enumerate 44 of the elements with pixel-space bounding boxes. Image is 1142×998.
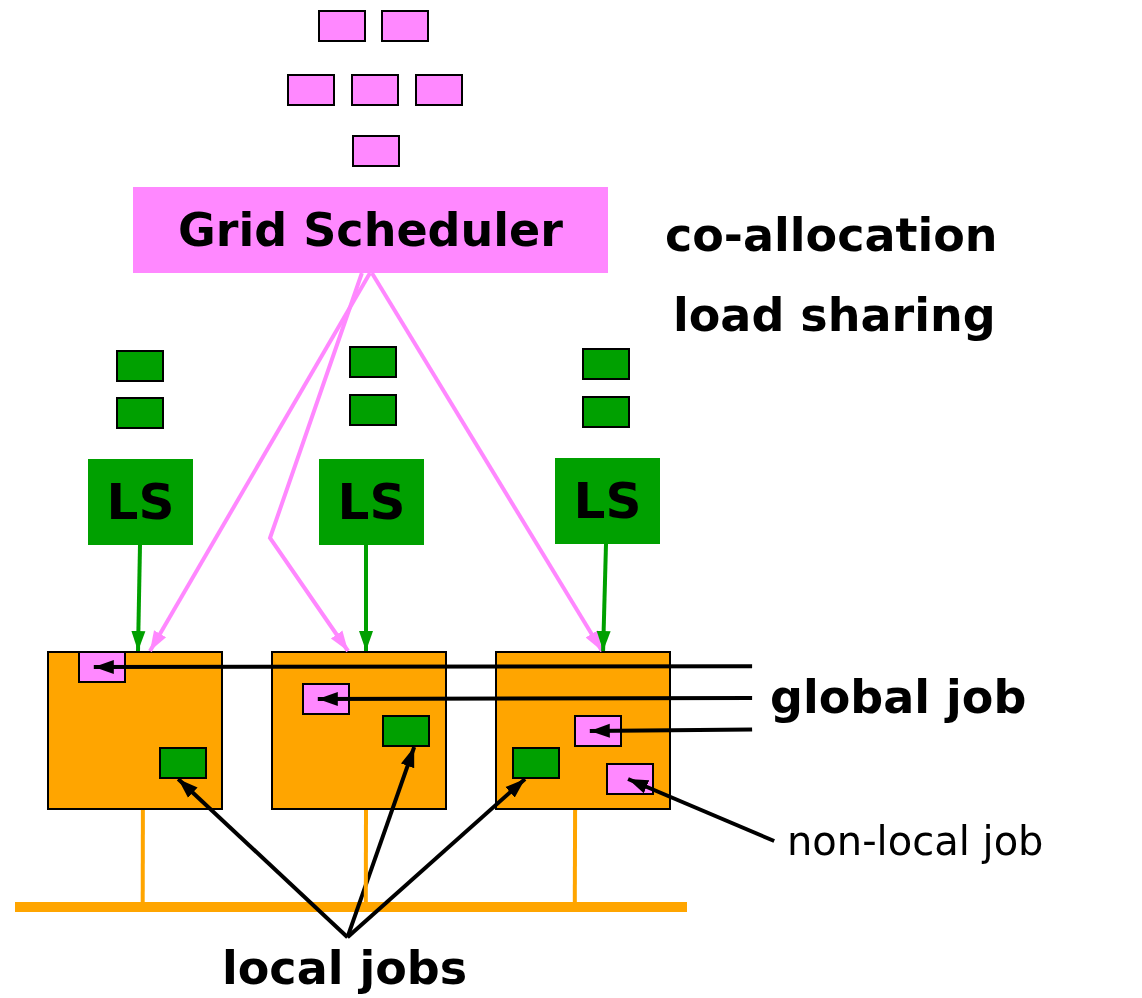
local-scheduler-box: LS — [555, 458, 660, 544]
arrow — [596, 543, 611, 652]
arrow — [370, 271, 604, 653]
arrow — [131, 544, 146, 652]
arrow — [359, 545, 373, 651]
connector-line — [363, 810, 368, 902]
callout-label: non-local job — [787, 814, 1044, 868]
annotation-text: co-allocation — [665, 208, 998, 262]
leader-arrow — [176, 777, 349, 939]
callout-label: global job — [770, 670, 1027, 724]
scheduler-box: Grid Scheduler — [133, 187, 608, 273]
job-box — [349, 346, 397, 378]
network-bus — [15, 902, 687, 912]
leader-arrow — [345, 746, 417, 938]
connector-line — [572, 810, 578, 902]
cluster-box — [495, 651, 671, 810]
job-box — [352, 135, 400, 167]
arrow — [267, 272, 364, 653]
leader-arrow — [627, 777, 775, 843]
job-box — [159, 747, 207, 779]
arrow — [148, 272, 372, 652]
job-box — [116, 397, 164, 429]
job-box — [382, 715, 430, 747]
job-box — [582, 348, 630, 380]
job-box — [512, 747, 560, 779]
job-box — [415, 74, 463, 106]
job-box — [287, 74, 335, 106]
connector-line — [140, 810, 145, 902]
local-scheduler-box: LS — [319, 459, 424, 545]
leader-arrow — [346, 777, 527, 939]
job-box — [381, 10, 429, 42]
job-box — [349, 394, 397, 426]
local-scheduler-box: LS — [88, 459, 193, 545]
job-box — [318, 10, 366, 42]
leader-arrow — [589, 723, 753, 738]
cluster-box — [47, 651, 223, 810]
leader-arrow — [317, 691, 753, 706]
callout-label: local jobs — [222, 940, 468, 996]
leader-arrow — [93, 660, 753, 674]
job-box — [582, 396, 630, 428]
cluster-box — [271, 651, 447, 810]
job-box — [116, 350, 164, 382]
annotation-text: load sharing — [673, 288, 996, 342]
job-box — [351, 74, 399, 106]
